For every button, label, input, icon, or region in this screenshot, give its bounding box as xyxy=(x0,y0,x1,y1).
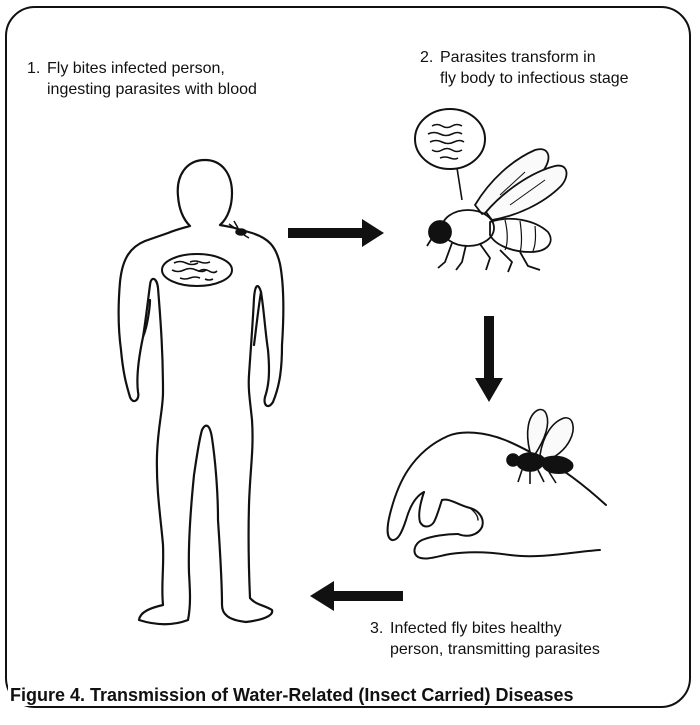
fly-on-hand-icon xyxy=(507,410,573,484)
arrow-right-icon xyxy=(288,219,384,247)
step-3-label: 3.Infected fly bites healthy person, tra… xyxy=(370,618,600,660)
infected-person-figure xyxy=(119,160,284,624)
step-2-label: 2.Parasites transform in fly body to inf… xyxy=(420,47,629,89)
arrow-down-icon xyxy=(475,316,503,402)
small-fly-icon xyxy=(229,221,249,238)
arrow-left-icon xyxy=(310,581,403,611)
healthy-person-hand xyxy=(388,433,606,559)
parasites-in-blood-icon xyxy=(162,254,232,286)
infected-fly-icon xyxy=(427,149,567,272)
figure-caption: Figure 4. Transmission of Water-Related … xyxy=(8,685,576,706)
transformed-parasites-bubble xyxy=(415,109,485,200)
step-1-label: 1.Fly bites infected person, ingesting p… xyxy=(27,58,257,100)
